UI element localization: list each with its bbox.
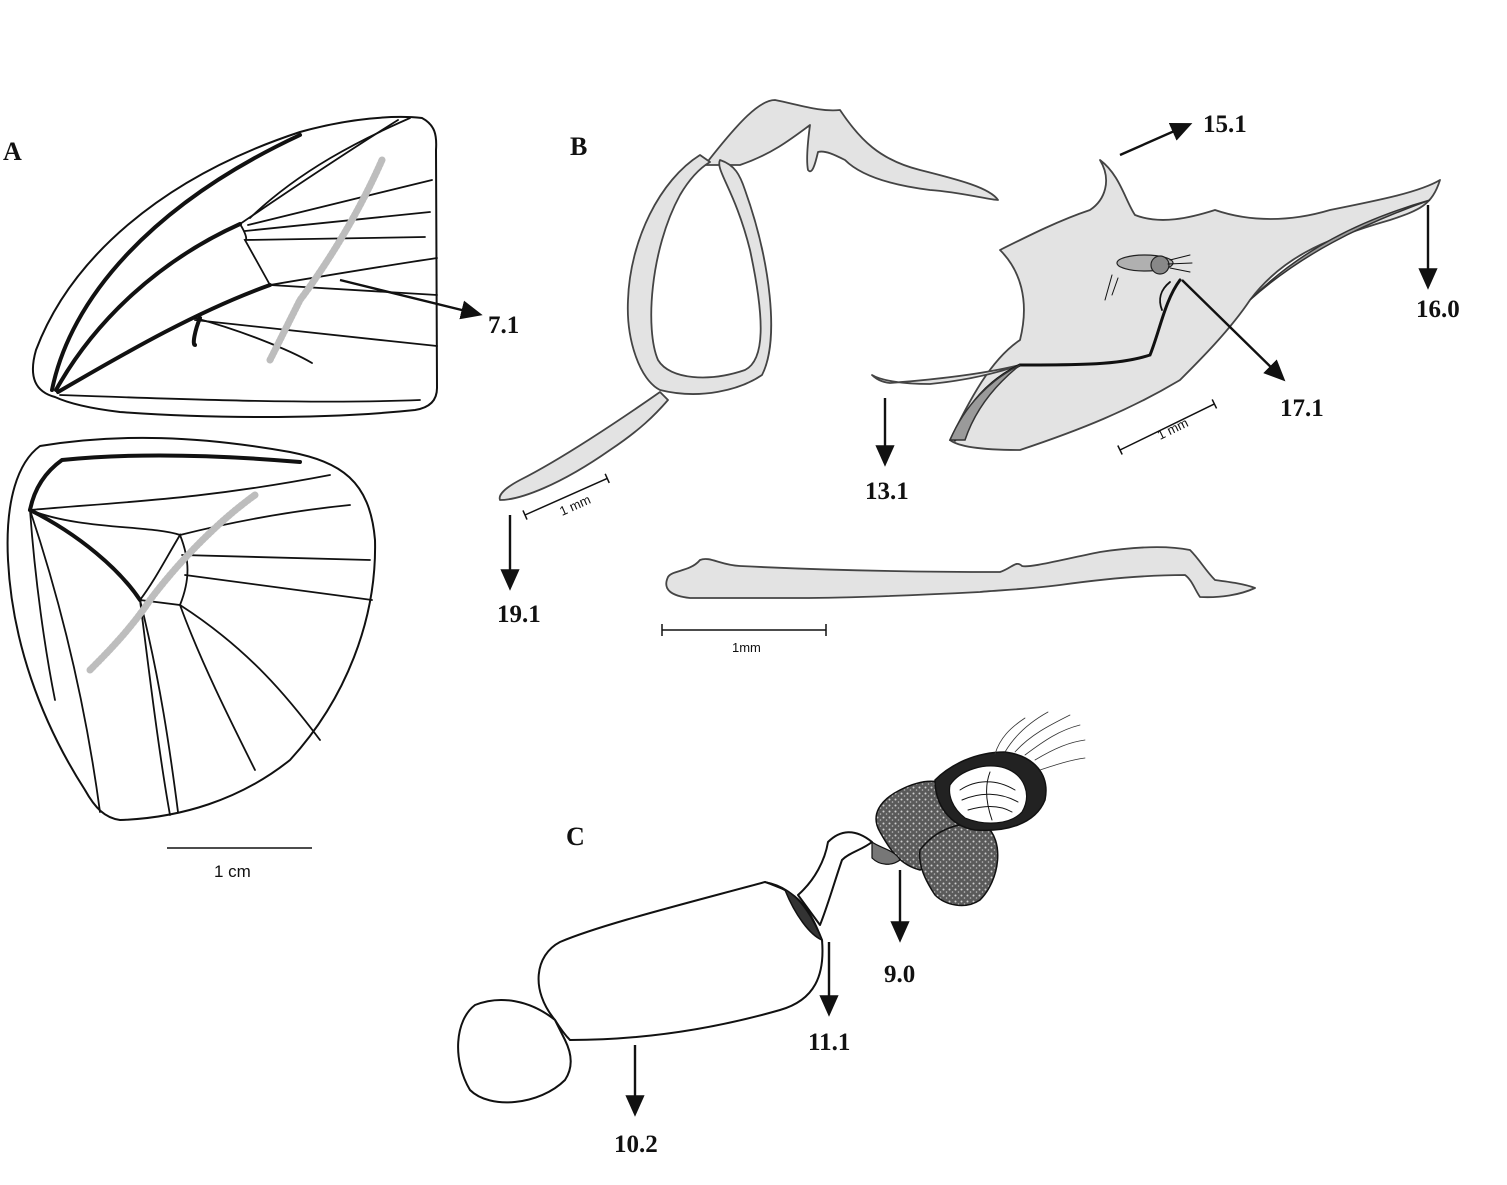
- valva: [871, 159, 1441, 451]
- panel-letter-a: A: [3, 137, 22, 166]
- female-genitalia: [457, 711, 1086, 1104]
- character-label-17-1: 17.1: [1280, 395, 1324, 422]
- corpus-bursae: [537, 881, 824, 1041]
- scale-label-valva: 1 mm: [1155, 415, 1191, 443]
- forewing-cubital-vein: [56, 283, 272, 394]
- character-label-9-0: 9.0: [884, 961, 915, 988]
- character-label-16-0: 16.0: [1416, 296, 1460, 323]
- forewing-band: [266, 156, 386, 364]
- tegumen-uncus-vinculum: [498, 99, 999, 501]
- character-label-15-1: 15.1: [1203, 111, 1247, 138]
- hindwing-costal-vein: [28, 453, 302, 512]
- character-label-11-1: 11.1: [808, 1029, 850, 1056]
- arrow-17-1: [1181, 279, 1286, 382]
- character-label-10-2: 10.2: [614, 1131, 658, 1158]
- aedeagus: [665, 546, 1256, 599]
- hindwing-outline: [6, 436, 377, 821]
- character-label-7-1: 7.1: [488, 312, 519, 339]
- scale-label-aedeagus: 1mm: [732, 640, 761, 655]
- valva-body: [949, 159, 1441, 451]
- scale-label-uncus: 1 mm: [557, 492, 593, 519]
- forewing-outline: [31, 115, 438, 418]
- valva-process: [871, 364, 1021, 385]
- character-label-13-1: 13.1: [865, 478, 909, 505]
- appendix-bursae: [457, 999, 572, 1104]
- scale-bar-uncus: [522, 473, 610, 520]
- character-label-19-1: 19.1: [497, 601, 541, 628]
- scale-bar-valva: [1117, 399, 1218, 455]
- arrow-15-1: [1119, 122, 1193, 157]
- antrum: [764, 881, 824, 942]
- ductus-bursae: [797, 831, 873, 926]
- panel-letter-b: B: [570, 132, 587, 161]
- hindwing: [6, 436, 377, 821]
- forewing: [31, 115, 438, 418]
- uncus: [704, 99, 999, 201]
- tegumen-ring: [626, 154, 773, 395]
- forewing-costal-vein: [50, 133, 302, 392]
- forewing-subcostal-vein: [54, 222, 242, 392]
- scale-label-wings: 1 cm: [214, 862, 251, 881]
- hindwing-band: [86, 491, 259, 674]
- saccus: [498, 391, 669, 501]
- arrow-7-1: [339, 278, 483, 320]
- panel-letter-c: C: [566, 822, 585, 851]
